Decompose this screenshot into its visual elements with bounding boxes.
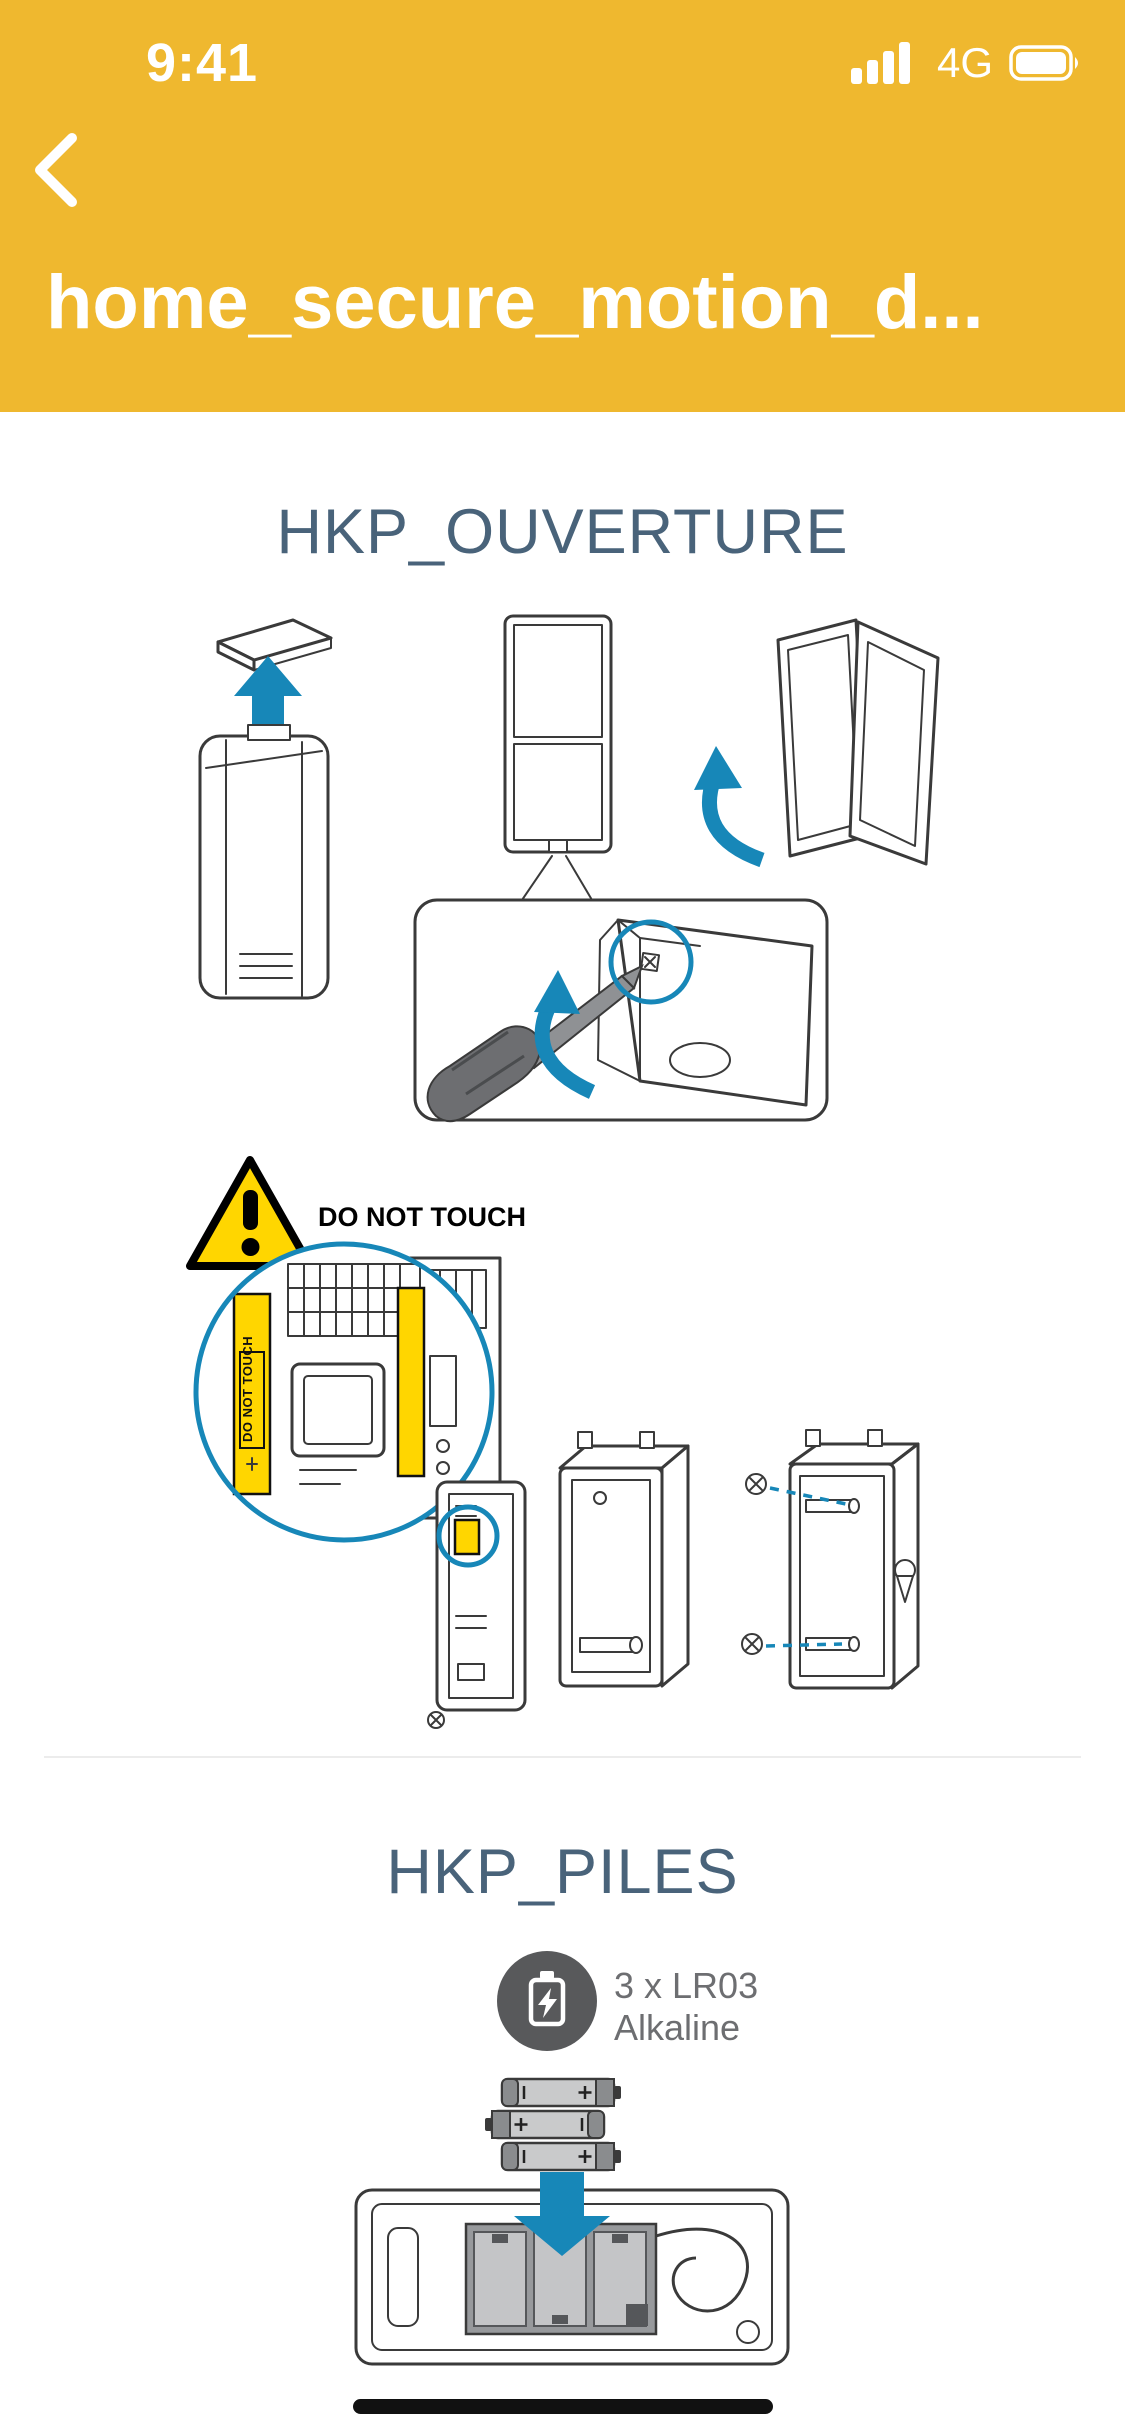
arrow-down-icon	[514, 2172, 610, 2256]
illustration-remove-cap	[198, 618, 333, 1000]
chevron-left-icon	[35, 133, 77, 207]
battery-type: Alkaline	[614, 2007, 740, 2048]
battery-icon	[1009, 45, 1078, 81]
illustration-open-cover	[776, 618, 940, 866]
illustration-back-box-screws	[741, 1429, 920, 1690]
illustration-opening-steps	[198, 614, 940, 1122]
signal-icon	[850, 42, 910, 84]
illustration-front-view	[503, 614, 613, 901]
battery-spec: 3 x LR03	[614, 1965, 758, 2006]
screw-icon	[745, 1473, 767, 1495]
battery-spec-icon	[497, 1951, 597, 2051]
warning-triangle-icon	[186, 1156, 314, 1270]
section-title-ouverture: HKP_OUVERTURE	[276, 497, 849, 567]
status-icons: 4G	[850, 39, 1083, 87]
back-button[interactable]	[26, 128, 84, 215]
pcb-zoom-view: DO NOT TOUCH	[232, 1263, 457, 1496]
section-title-piles: HKP_PILES	[386, 1837, 739, 1907]
warning-label: DO NOT TOUCH	[318, 1202, 526, 1232]
illustration-screw-inset	[413, 898, 829, 1122]
status-time: 9:41	[146, 33, 259, 93]
illustration-back-box	[558, 1431, 690, 1688]
home-indicator[interactable]	[352, 2399, 773, 2414]
screw-icon	[741, 1633, 763, 1655]
battery-compartment-illustration	[354, 2188, 790, 2366]
document-title: home_secure_motion_d...	[46, 260, 984, 345]
arrow-up-icon	[234, 656, 302, 724]
illustration-batteries: 3 x LR03 Alkaline	[354, 1951, 790, 2366]
yellow-strip-right	[396, 1286, 426, 1478]
strip-label: DO NOT TOUCH	[240, 1336, 255, 1442]
batteries-illustration	[485, 2077, 621, 2172]
magnifier-circle	[193, 1241, 495, 1543]
screw-highlight-circle	[608, 919, 694, 1005]
section-divider	[44, 1756, 1081, 1758]
document-viewer[interactable]: HKP_OUVERTURE	[0, 496, 1125, 2406]
status-bar: 9:41 4G	[0, 14, 1125, 94]
network-label: 4G	[936, 39, 993, 86]
illustration-pcb-plate	[427, 1480, 527, 1729]
illustration-warning-exploded: DO NOT TOUCH	[186, 1156, 920, 1729]
arrow-rotate-icon	[694, 746, 765, 868]
app-header: 9:41 4G home_secure_m	[0, 0, 1125, 412]
